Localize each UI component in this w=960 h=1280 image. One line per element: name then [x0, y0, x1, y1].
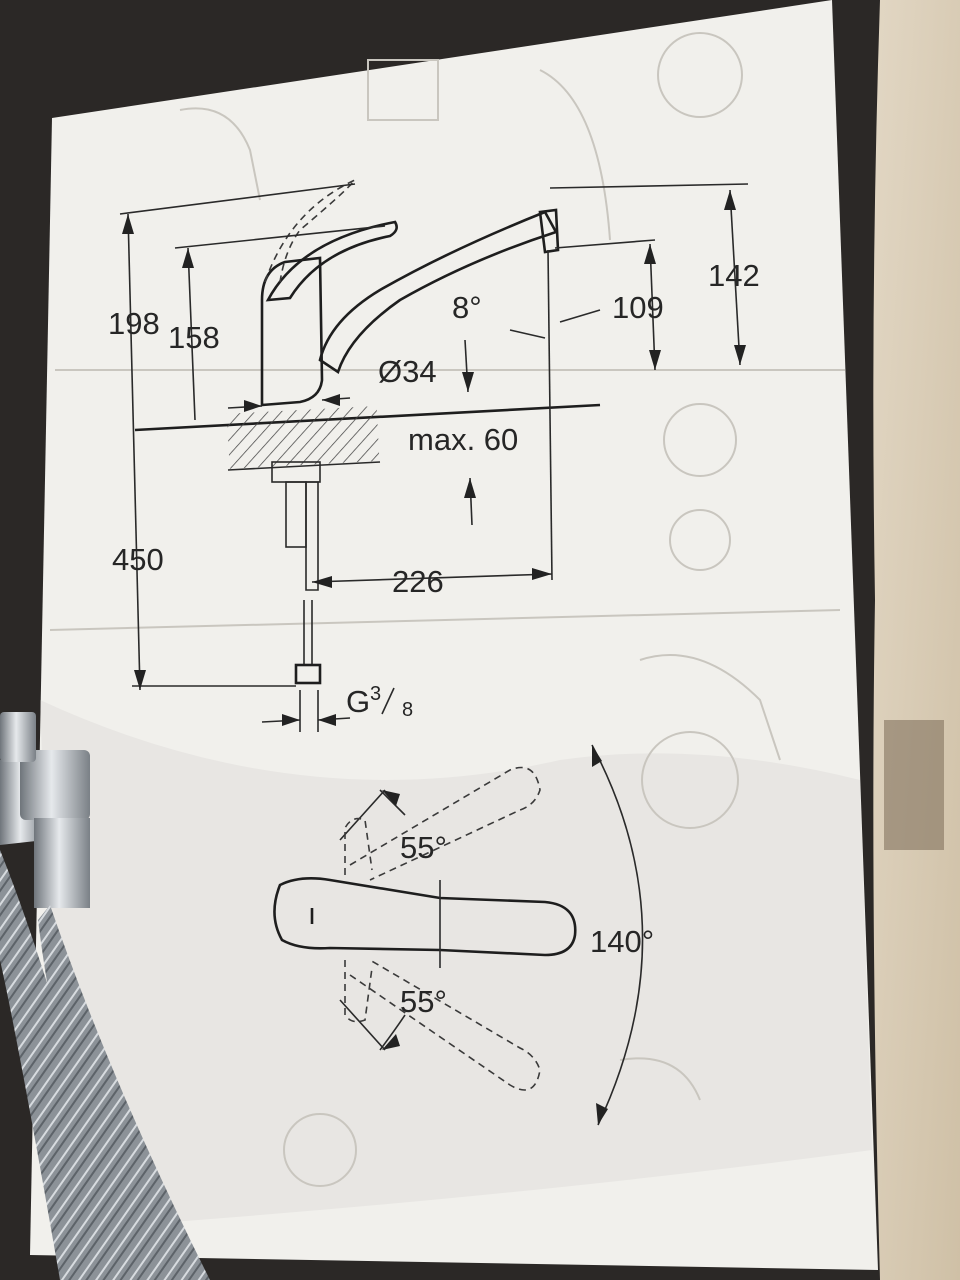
- dim-thread-g: G: [346, 684, 370, 719]
- dim-thread-den: 8: [402, 699, 413, 721]
- dim-109: 109: [612, 290, 664, 325]
- dim-226: 226: [392, 564, 444, 599]
- ghost-background-drawings: [49, 32, 845, 1187]
- dim-450: 450: [112, 542, 164, 577]
- dim-lever-upper: 55°: [400, 830, 447, 865]
- dim-158: 158: [168, 320, 220, 355]
- cardboard-sheet: [873, 0, 960, 1280]
- dim-lever-total: 140°: [590, 924, 654, 959]
- braided-hoses: [0, 712, 210, 1280]
- dim-lever-lower: 55°: [400, 984, 447, 1019]
- cardboard-slot: [884, 720, 944, 850]
- faucet-side-view: 198 158 142 109 8° Ø34 max. 60 450 226 G…: [108, 179, 760, 732]
- paper-shadow: [40, 700, 872, 1230]
- lever-top-view: 55° 55° 140°: [273, 744, 654, 1126]
- instruction-paper: [30, 0, 878, 1270]
- dim-max-thickness: max. 60: [408, 422, 518, 457]
- dim-198: 198: [108, 306, 160, 341]
- dim-base-diameter: Ø34: [378, 354, 437, 389]
- dim-142: 142: [708, 258, 760, 293]
- dim-thread-num: 3: [370, 683, 381, 705]
- dim-spout-angle: 8°: [452, 290, 482, 325]
